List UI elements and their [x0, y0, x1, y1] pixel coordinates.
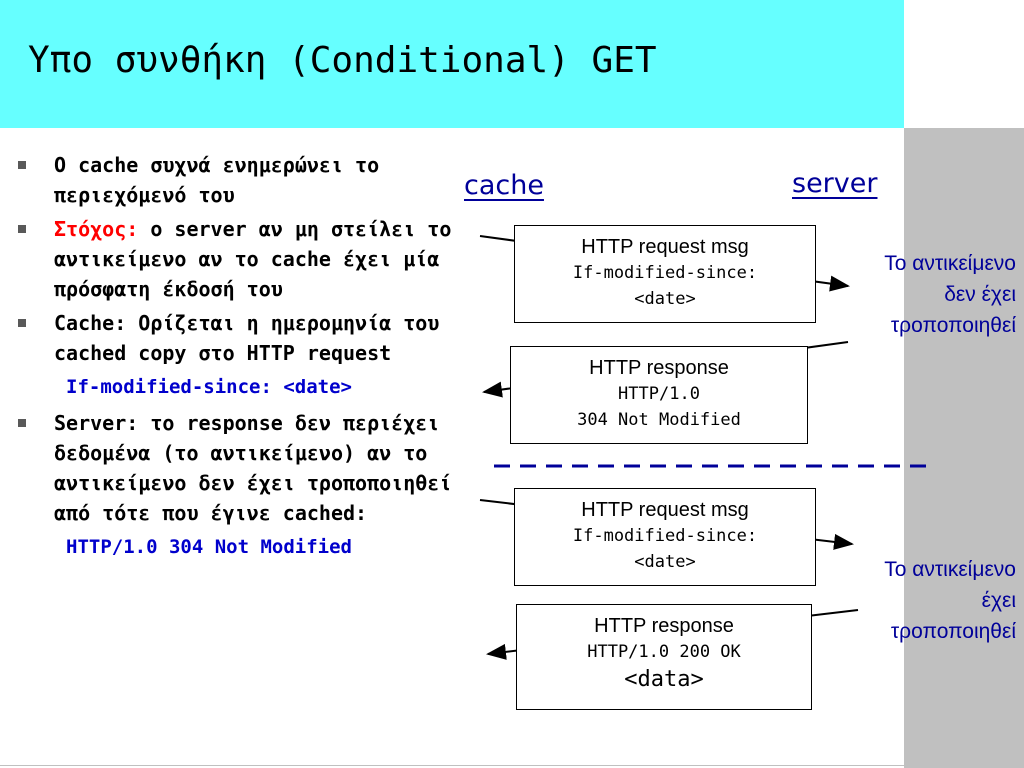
note-line: έχει — [981, 589, 1016, 612]
box-status-line: HTTP/1.0 200 OK — [587, 642, 741, 662]
note-line: δεν έχει — [944, 283, 1016, 306]
bullet-square-icon — [18, 419, 26, 427]
bottom-divider — [0, 765, 904, 766]
bullet-list: O cache συχνά ενημερώνει το περιεχόμενό … — [14, 150, 454, 568]
box-value-line: <date> — [634, 552, 696, 572]
note-line: Το αντικείμενο — [884, 558, 1016, 581]
code-line: If-modified-since: <date> — [66, 376, 352, 398]
box-value-line: <date> — [634, 289, 696, 309]
bullet-text: Cache: Ορίζεται η ημερομηνία του cached … — [54, 311, 440, 365]
box-data-line: <data> — [624, 667, 704, 692]
code-line: HTTP/1.0 304 Not Modified — [66, 536, 352, 558]
note-line: τροποποιηθεί — [890, 314, 1016, 337]
box-heading: HTTP request msg — [581, 499, 749, 521]
bullet-item: O cache συχνά ενημερώνει το περιεχόμενό … — [14, 150, 454, 210]
bullet-text: Server: το response δεν περιέχει δεδομέν… — [54, 411, 452, 525]
cache-label: cache — [464, 170, 544, 201]
bullet-text: O cache συχνά ενημερώνει το περιεχόμενό … — [54, 153, 380, 207]
server-label: server — [792, 168, 878, 199]
response-box-1: HTTP response HTTP/1.0 304 Not Modified — [510, 346, 808, 444]
bullet-highlight: Στόχος: — [54, 217, 139, 241]
note-modified: Το αντικείμενο έχει τροποποιηθεί — [810, 554, 1016, 647]
slide-title: Υπο συνθήκη (Conditional) GET — [28, 40, 657, 81]
bullet-item: Cache: Ορίζεται η ημερομηνία του cached … — [14, 308, 454, 368]
bullet-square-icon — [18, 225, 26, 233]
title-banner: Υπο συνθήκη (Conditional) GET — [0, 0, 904, 128]
box-status-line: HTTP/1.0 — [618, 384, 700, 404]
note-not-modified: Το αντικείμενο δεν έχει τροποποιηθεί — [810, 248, 1016, 341]
bullet-item: Στόχος: o server αν μη στείλει το αντικε… — [14, 214, 454, 304]
box-heading: HTTP response — [594, 615, 734, 637]
side-bar — [904, 128, 1024, 768]
box-heading: HTTP response — [589, 357, 729, 379]
bullet-item: Server: το response δεν περιέχει δεδομέν… — [14, 408, 454, 528]
box-header-line: If-modified-since: — [572, 263, 758, 283]
box-header-line: If-modified-since: — [572, 526, 758, 546]
response-box-2: HTTP response HTTP/1.0 200 OK <data> — [516, 604, 812, 710]
note-line: τροποποιηθεί — [890, 620, 1016, 643]
bullet-square-icon — [18, 319, 26, 327]
bullet-square-icon — [18, 161, 26, 169]
note-line: Το αντικείμενο — [884, 252, 1016, 275]
request-box-2: HTTP request msg If-modified-since: <dat… — [514, 488, 816, 586]
request-box-1: HTTP request msg If-modified-since: <dat… — [514, 225, 816, 323]
box-heading: HTTP request msg — [581, 236, 749, 258]
box-status-line: 304 Not Modified — [577, 410, 741, 430]
bullet-text: o server αν μη στείλει το αντικείμενο αν… — [54, 217, 452, 301]
